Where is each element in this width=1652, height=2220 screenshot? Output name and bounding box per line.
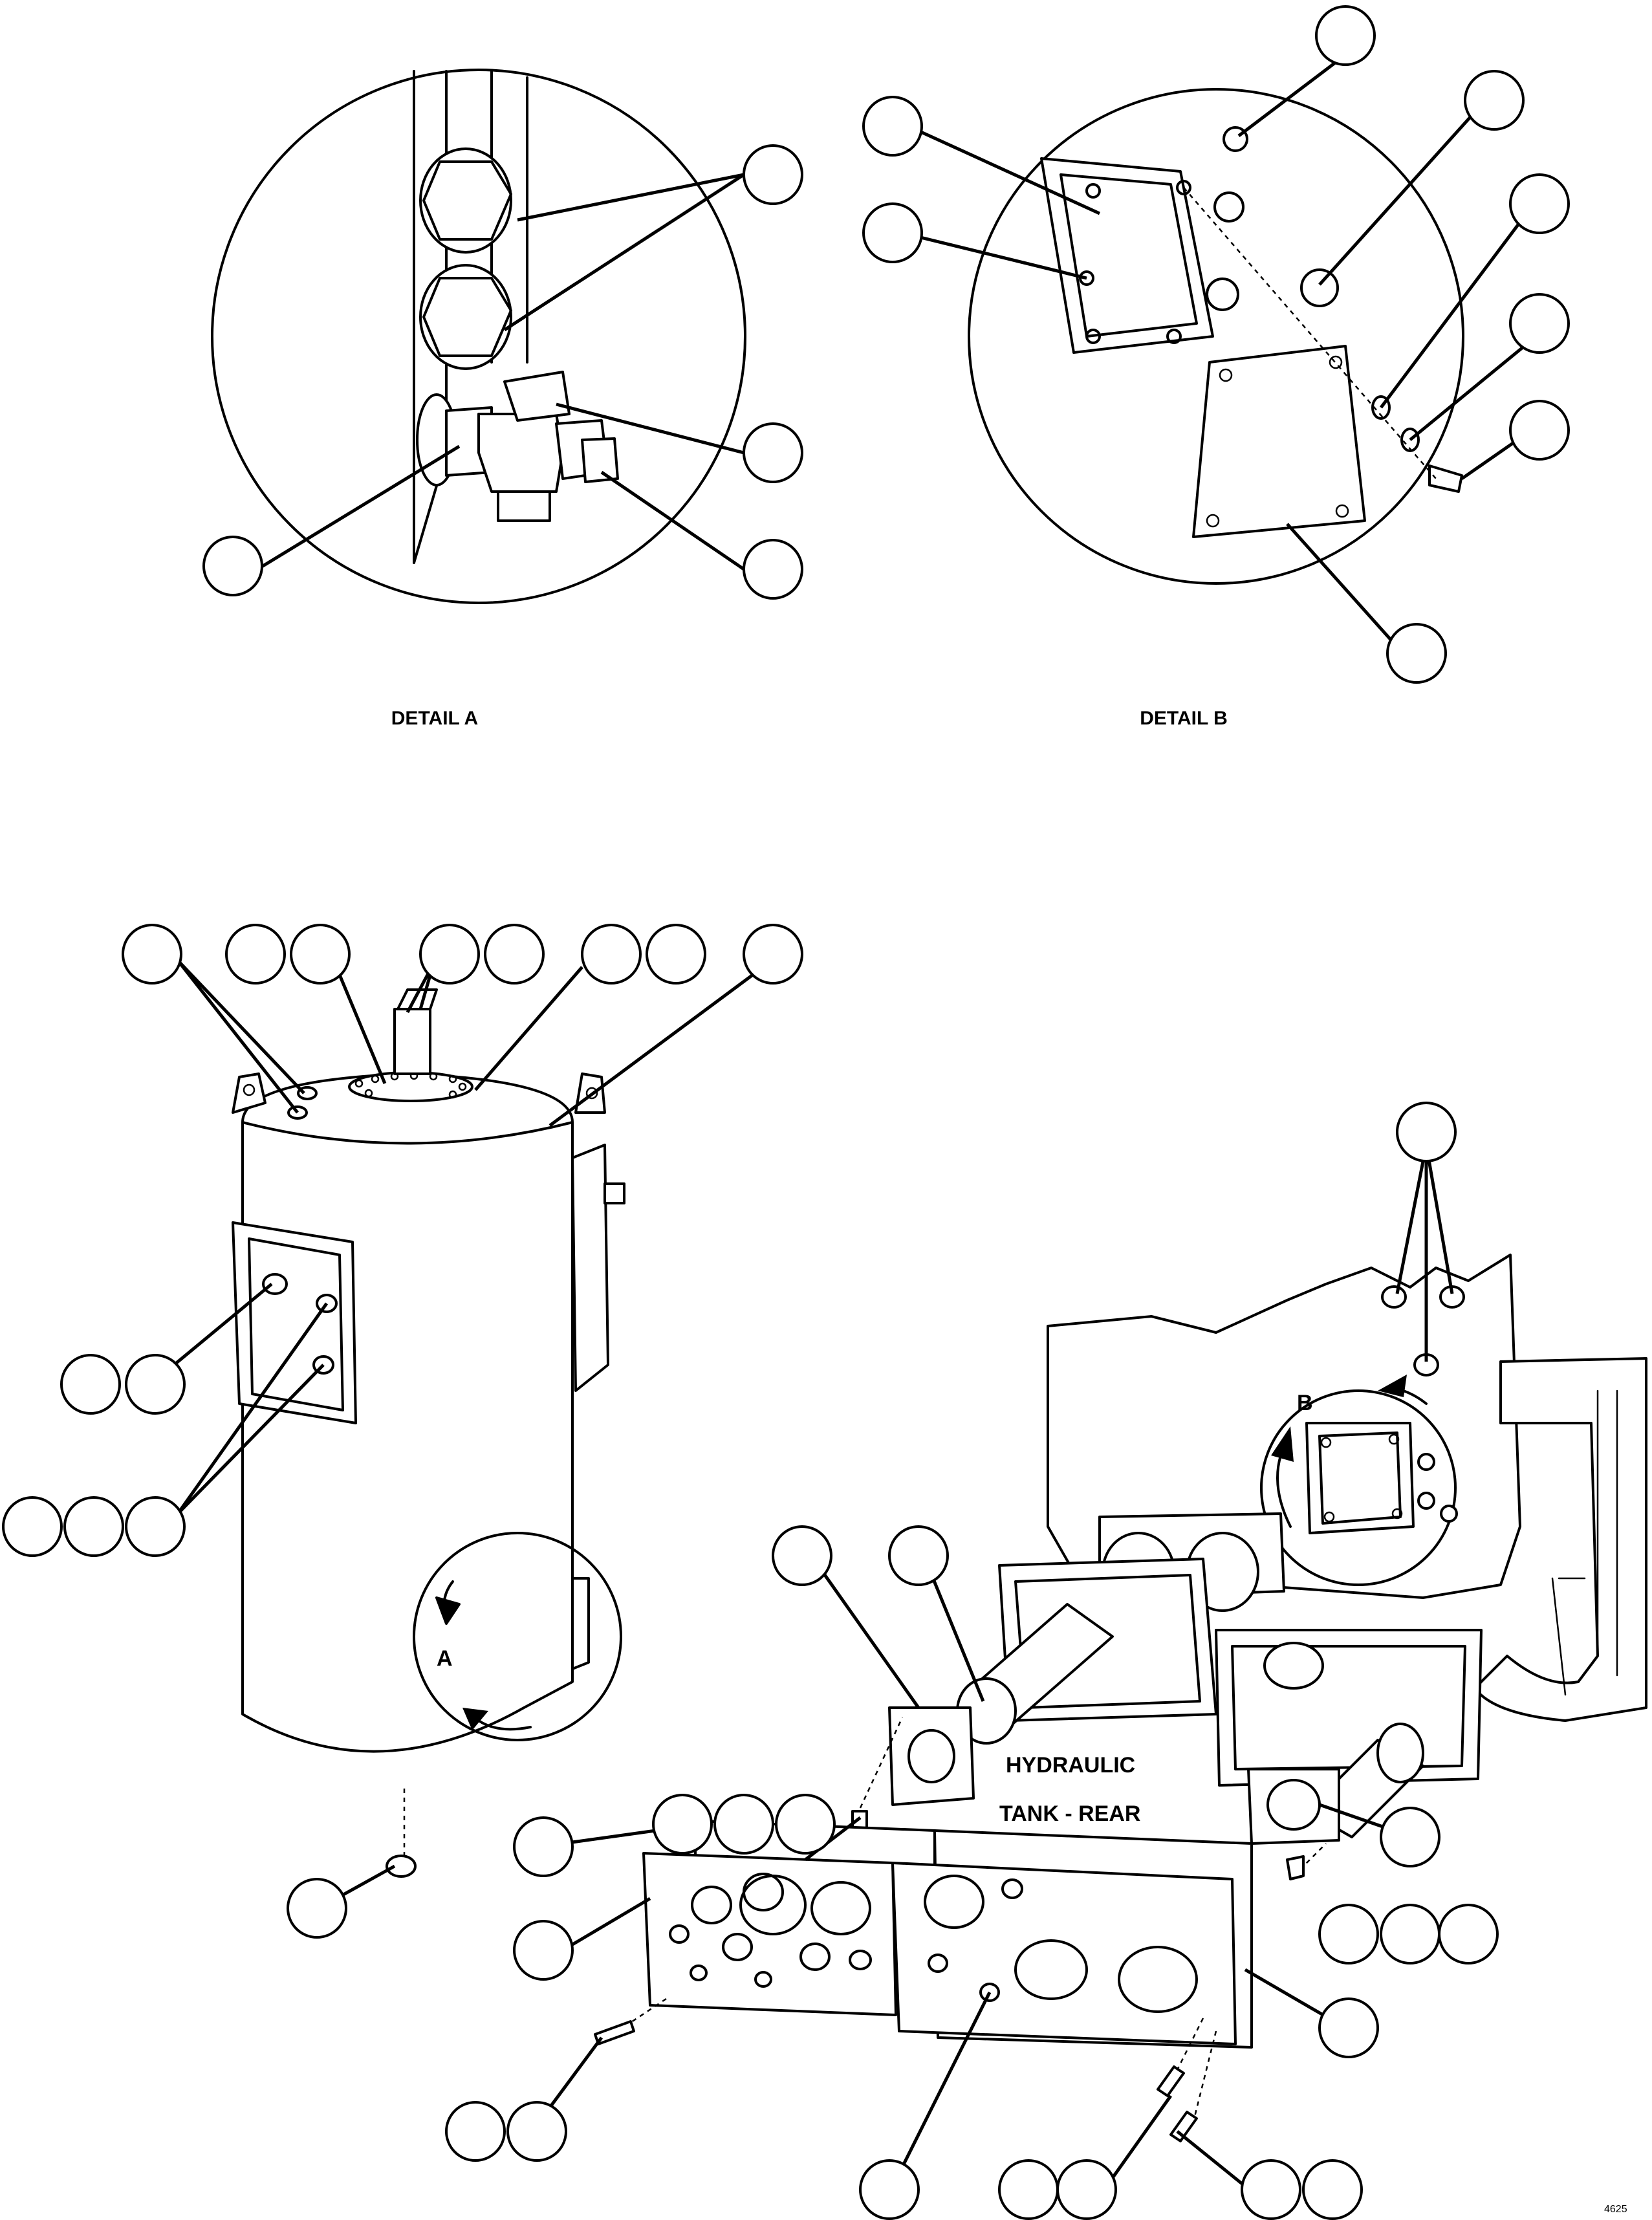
callout-bubble <box>862 96 923 157</box>
callout-bubble <box>581 924 642 985</box>
detail-a-drain-valve <box>416 371 619 522</box>
callout-bubble <box>1318 1997 1379 2058</box>
callout-bubble <box>743 924 803 985</box>
callout-bubble <box>862 202 923 263</box>
loose-flange <box>888 1706 975 1806</box>
callout-bubble <box>125 1496 186 1557</box>
detail-a-circle <box>211 69 746 604</box>
callout-bubble <box>743 539 803 600</box>
view-arrow <box>1276 1454 1292 1528</box>
callout-bubble <box>743 144 803 205</box>
tank-lift-lug <box>232 1072 266 1114</box>
port-plate-left-holes <box>669 1873 872 1988</box>
callout-bubble <box>290 924 351 985</box>
callout-bubble <box>1241 2159 1301 2220</box>
detail-b-junction-box <box>1040 157 1214 354</box>
callout-bubble <box>1509 173 1570 234</box>
detail-b-view-circle <box>1260 1389 1457 1586</box>
callout-bubble <box>772 1525 832 1586</box>
view-a-label: A <box>437 1646 453 1671</box>
callout-bubble <box>1318 1904 1379 1964</box>
callout-bubble <box>1056 2159 1117 2220</box>
callout-bubble <box>1509 293 1570 354</box>
callout-bubble <box>225 924 286 985</box>
callout-bubble <box>122 924 182 985</box>
callout-bubble <box>1438 1904 1499 1964</box>
tank-side-bracket <box>571 1144 609 1392</box>
detail-a-view-circle <box>413 1532 622 1741</box>
detail-a-caption: DETAIL A <box>391 708 478 729</box>
callout-bubble <box>652 1794 713 1855</box>
detail-b-leader <box>914 54 1538 648</box>
tank-rear-return-pipe <box>1473 1357 1647 1722</box>
hydraulic-tank: A <box>2 924 803 1939</box>
detail-b-cover-plate <box>1192 345 1366 538</box>
tank-rear-label-line2: TANK - REAR <box>999 1801 1140 1826</box>
port-plate-right-holes <box>924 1875 1198 2013</box>
callout-bubble <box>513 1816 574 1877</box>
tank-rear-label-line1: HYDRAULIC <box>1006 1753 1135 1778</box>
port-plate-right <box>891 1862 1237 2045</box>
callout-bubble <box>646 924 706 985</box>
loose-flange <box>1247 1768 1340 1845</box>
flange-bolts <box>354 1071 467 1099</box>
callout-bubble <box>202 536 263 596</box>
tank-rear-assembly: B HYDRAULIC TANK - REAR <box>445 1102 1647 2220</box>
callout-bubble <box>60 1354 121 1415</box>
view-b-label: B <box>1297 1391 1313 1415</box>
callout-bubble <box>506 2101 567 2162</box>
detail-a-lower-plug <box>419 264 512 370</box>
callout-bubble <box>1464 70 1525 131</box>
callout-bubble <box>1396 1102 1457 1162</box>
callout-bubble <box>713 1794 774 1855</box>
callout-bubble <box>859 2159 920 2220</box>
callout-bubble <box>2 1496 63 1557</box>
callout-bubble <box>1380 1807 1440 1867</box>
tank-top-rim <box>241 1121 574 1145</box>
detail-b-bolts <box>1206 126 1339 311</box>
tank-breather <box>393 1008 431 1075</box>
callout-bubble <box>1380 1904 1440 1964</box>
callout-bubble <box>484 924 545 985</box>
callout-bubble <box>445 2101 506 2162</box>
tank-rear-leader <box>535 1144 1454 2201</box>
callout-bubble <box>513 1920 574 1981</box>
mounting-screw <box>1169 2111 1198 2142</box>
callout-bubble <box>63 1496 124 1557</box>
callout-bubble <box>1302 2159 1363 2220</box>
detail-a-leader <box>251 173 745 574</box>
tank-leader <box>157 959 765 1900</box>
mounting-screw <box>1157 2065 1185 2097</box>
callout-bubble <box>775 1794 836 1855</box>
callout-bubble <box>419 924 480 985</box>
callout-bubble <box>998 2159 1059 2220</box>
detail-a: DETAIL A <box>202 69 803 729</box>
detail-b-caption: DETAIL B <box>1140 708 1228 729</box>
callout-bubble <box>1386 623 1447 684</box>
figure-id: 4625 <box>1604 2204 1627 2215</box>
callout-bubble <box>1315 5 1376 66</box>
detail-a-upper-plug <box>419 147 512 254</box>
rear-flange-frame <box>1215 1629 1483 1787</box>
callout-bubble <box>1509 400 1570 461</box>
callout-bubble <box>125 1354 186 1415</box>
callout-bubble <box>743 422 803 483</box>
callout-bubble <box>888 1525 949 1586</box>
detail-b-circle <box>968 88 1464 585</box>
tank-lift-lug <box>574 1072 606 1114</box>
detail-b: DETAIL B <box>862 5 1570 729</box>
tank-drain-plug <box>386 1855 417 1878</box>
callout-bubble <box>287 1878 347 1939</box>
